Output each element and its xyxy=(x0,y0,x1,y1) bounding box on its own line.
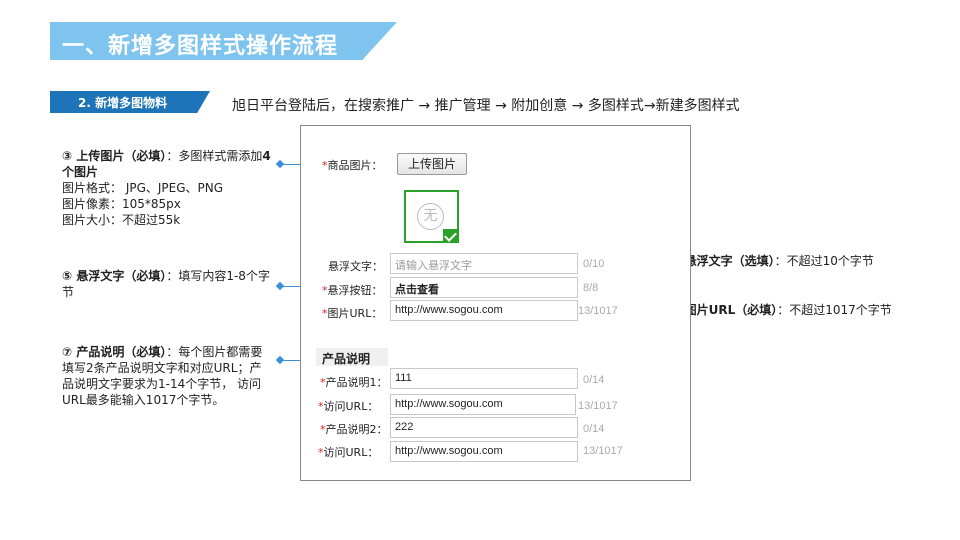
hover-text-count: 0/10 xyxy=(583,258,605,270)
image-url-count: 13/1017 xyxy=(578,305,618,317)
image-url-input[interactable]: http://www.sogou.com xyxy=(390,300,578,321)
image-thumbnail[interactable]: 无 xyxy=(404,190,459,243)
hover-text-label: 悬浮文字： xyxy=(328,260,383,273)
note-upload-image: ③ 上传图片（必填）：多图样式需添加4个图片 图片格式： JPG、JPEG、PN… xyxy=(62,148,272,228)
note-upload-size: 图片大小：不超过55k xyxy=(62,213,181,227)
note-hover-button-title: ⑤ 悬浮文字（必填） xyxy=(62,269,167,283)
section-header-bar xyxy=(316,348,388,366)
product-image-label: *商品图片： xyxy=(322,159,383,172)
title-banner xyxy=(50,22,397,60)
note-hover-text-desc: ：不超过10个字节 xyxy=(774,254,874,268)
hover-button-count: 8/8 xyxy=(583,282,599,294)
note-upload-desc: ：多图样式需添加 xyxy=(166,149,263,163)
note-upload-title: ③ 上传图片（必填） xyxy=(62,149,167,163)
url1-label: *访问URL： xyxy=(318,400,379,413)
note-product-desc-title: ⑦ 产品说明（必填） xyxy=(62,345,167,359)
url2-label: *访问URL： xyxy=(318,446,379,459)
upload-image-button[interactable]: 上传图片 xyxy=(397,153,467,175)
desc1-label: *产品说明1： xyxy=(320,376,388,389)
note-upload-format: 图片格式： JPG、JPEG、PNG xyxy=(62,181,224,195)
note-hover-button-desc: ：填写内容1-8个字节 xyxy=(62,269,270,299)
note-hover-text-title: 悬浮文字（选填） xyxy=(684,254,775,268)
url1-input[interactable]: http://www.sogou.com xyxy=(390,394,576,415)
breadcrumb: 旭日平台登陆后，在搜索推广 → 推广管理 → 附加创意 → 多图样式→新建多图样… xyxy=(232,98,740,114)
note-hover-text: ④ 悬浮文字（选填）：不超过10个字节 xyxy=(670,253,874,269)
desc2-label: *产品说明2： xyxy=(320,423,388,436)
note-upload-pixels: 图片像素：105*85px xyxy=(62,197,181,211)
product-desc-section-title: 产品说明 xyxy=(322,352,371,366)
note-image-url-desc: ：不超过1017个字节 xyxy=(777,303,892,317)
url2-count: 13/1017 xyxy=(583,445,623,457)
url2-input[interactable]: http://www.sogou.com xyxy=(390,441,578,462)
connector-dot xyxy=(275,355,285,365)
note-image-url-title: 图片URL（必填） xyxy=(684,303,778,317)
note-product-desc-text: ：每个图片都需要填写2条产品说明文字和对应URL；产品说明文字要求为1-14个字… xyxy=(62,345,263,407)
page-title: 一、新增多图样式操作流程 xyxy=(62,34,339,59)
connector-dot xyxy=(275,281,285,291)
note-hover-button: ⑤ 悬浮文字（必填）：填写内容1-8个字节 xyxy=(62,268,272,300)
desc2-count: 0/14 xyxy=(583,423,605,435)
no-image-icon: 无 xyxy=(417,203,444,230)
url1-count: 13/1017 xyxy=(578,400,618,412)
hover-button-label: *悬浮按钮： xyxy=(322,284,383,297)
section-subtitle: 2. 新增多图物料 xyxy=(78,96,168,110)
hover-button-input[interactable]: 点击查看 xyxy=(390,277,578,298)
note-image-url: ⑥ 图片URL（必填）：不超过1017个字节 xyxy=(670,302,892,318)
note-product-desc: ⑦ 产品说明（必填）：每个图片都需要填写2条产品说明文字和对应URL；产品说明文… xyxy=(62,344,272,408)
connector-hover-button xyxy=(280,286,318,287)
desc2-input[interactable]: 222 xyxy=(390,417,578,438)
check-icon xyxy=(443,229,459,243)
connector-upload xyxy=(280,164,318,165)
connector-dot xyxy=(275,159,285,169)
note-upload-count: 4个图片 xyxy=(62,149,271,179)
image-url-label: *图片URL： xyxy=(322,307,383,320)
desc1-count: 0/14 xyxy=(583,374,605,386)
connector-product-desc xyxy=(280,360,318,361)
hover-text-input[interactable]: 请输入悬浮文字 xyxy=(390,253,578,274)
subtitle-banner xyxy=(50,91,210,113)
desc1-input[interactable]: 111 xyxy=(390,368,578,389)
